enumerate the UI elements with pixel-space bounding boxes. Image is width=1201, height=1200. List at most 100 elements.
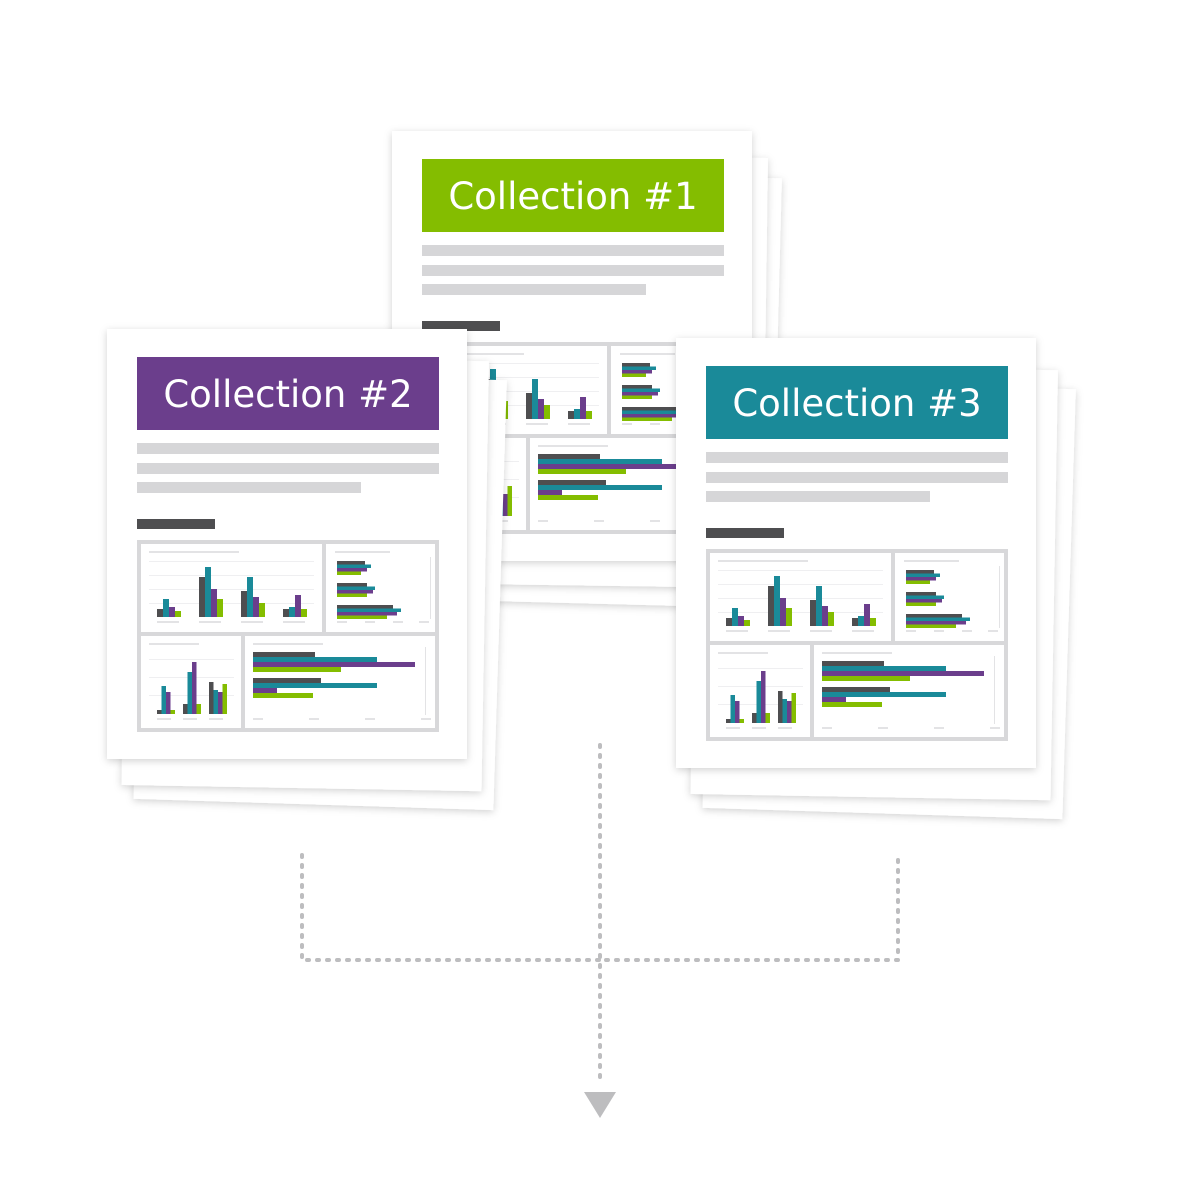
dotted-connector <box>300 743 900 1087</box>
down-arrow-icon <box>584 1092 616 1118</box>
collection-title: Collection #1 <box>448 175 697 218</box>
chart-bar <box>196 704 201 714</box>
chart-bar <box>810 600 816 626</box>
tick-label-stub <box>538 520 548 522</box>
chart-axis <box>425 647 426 715</box>
tick-label-stub <box>852 630 874 632</box>
chart-bar <box>580 397 586 419</box>
tick-label-stub <box>157 718 171 720</box>
chart-bar <box>732 608 738 626</box>
tick-label-stub <box>810 630 832 632</box>
chart-bar <box>209 682 214 714</box>
chart-bar <box>253 683 377 688</box>
chart-bar <box>301 609 307 617</box>
chart-bar <box>858 616 864 626</box>
chart-title-stub <box>718 652 768 654</box>
chart-bar <box>253 657 377 662</box>
chart-bar <box>622 370 652 374</box>
chart-bar <box>906 624 956 628</box>
tick-label-stub <box>526 423 548 425</box>
chart-bar <box>906 599 942 603</box>
bar-chart-icon <box>822 652 1000 729</box>
chart-bar <box>253 652 315 657</box>
section-heading-bar <box>706 528 784 538</box>
chart-bar <box>622 417 672 421</box>
chart-bar <box>828 612 834 626</box>
gridline <box>434 377 599 378</box>
chart-bar <box>822 702 882 707</box>
chart-bar <box>906 617 970 621</box>
collection-header-band <box>706 366 1008 439</box>
chart-bar <box>822 692 946 697</box>
chart-bar <box>622 395 652 399</box>
chart-bar <box>906 570 934 574</box>
chart-bar <box>218 692 223 714</box>
chart-bar <box>822 671 984 676</box>
chart-bar <box>822 687 890 692</box>
chart-bar <box>192 662 197 714</box>
chart-bar <box>906 592 936 596</box>
chart-bar <box>738 616 744 626</box>
bar-chart-icon <box>904 560 1000 632</box>
chart-bar <box>756 681 761 723</box>
chart-bar <box>538 495 598 500</box>
chart-bar <box>782 699 787 723</box>
chart-bar <box>538 469 626 474</box>
chart-bar <box>622 385 652 389</box>
chart-bar <box>538 490 562 495</box>
chart-bar <box>337 561 365 565</box>
chart-bar <box>761 671 766 723</box>
tick-label-stub <box>650 423 660 425</box>
chart-bar <box>337 615 387 619</box>
tick-label-stub <box>768 630 790 632</box>
tick-label-stub <box>421 718 431 720</box>
chart-bar <box>906 573 940 577</box>
collection-header: Collection #1 <box>422 159 724 232</box>
chart-bar <box>538 480 606 485</box>
gridline <box>434 363 599 364</box>
tick-label-stub <box>594 520 604 522</box>
tick-label-stub <box>283 621 305 623</box>
chart-bar <box>538 485 662 490</box>
chart-bar <box>822 661 884 666</box>
chart-bar <box>211 589 217 617</box>
placeholder-line <box>422 265 724 276</box>
chart-bar <box>906 602 936 606</box>
chart-title-stub <box>253 643 323 645</box>
chart-bar <box>735 701 740 723</box>
placeholder-line <box>422 245 724 256</box>
chart-bar <box>247 577 253 617</box>
chart-bar <box>337 593 367 597</box>
chart-bar <box>906 621 966 625</box>
chart-bar <box>337 590 373 594</box>
tick-label-stub <box>622 423 632 425</box>
collection-header: Collection #2 <box>137 357 439 430</box>
chart-bar <box>337 612 397 616</box>
connector-right <box>598 858 900 962</box>
chart-axis <box>999 566 1000 628</box>
chart-title-stub <box>149 643 199 645</box>
tick-label-stub <box>199 621 221 623</box>
collection-header-band <box>422 159 724 232</box>
chart-bar <box>217 599 223 617</box>
chart-title-stub <box>434 353 524 355</box>
chart-bar <box>169 607 175 617</box>
chart-bar <box>337 571 361 575</box>
chart-bar <box>822 666 946 671</box>
chart-bar <box>544 405 550 419</box>
chart-title-stub <box>718 560 808 562</box>
tick-label-stub <box>365 621 375 623</box>
chart-bar <box>622 373 646 377</box>
chart-bar <box>183 704 188 714</box>
collection-header-band <box>137 357 439 430</box>
chart-bar <box>163 599 169 617</box>
chart-bar <box>289 607 295 617</box>
chart-bar <box>532 379 538 419</box>
chart-bar <box>752 713 757 723</box>
collection-3-stack: Collection #3 <box>676 338 1076 820</box>
chart-bar <box>786 608 792 626</box>
gridline <box>434 391 599 392</box>
tick-label-stub <box>822 727 832 729</box>
chart-bar <box>166 692 171 714</box>
chart-bar <box>526 393 532 419</box>
